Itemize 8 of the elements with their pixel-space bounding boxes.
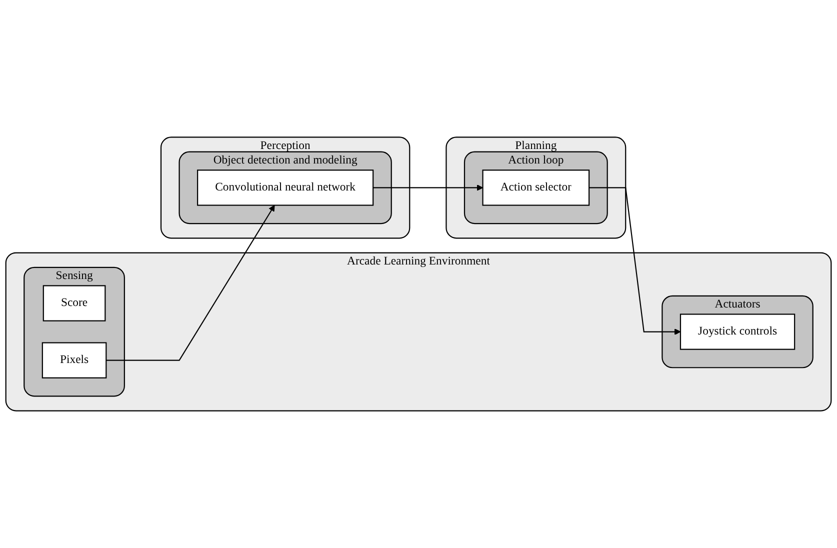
node-box: Pixels [42,342,107,378]
node-box: Action selector [482,170,590,206]
node-box: Convolutional neural network [197,170,374,206]
arrow [589,187,681,335]
node-box: Score [42,285,106,322]
arrow [373,184,484,191]
arrow [106,204,275,361]
node-box: Joystick controls [680,314,796,350]
